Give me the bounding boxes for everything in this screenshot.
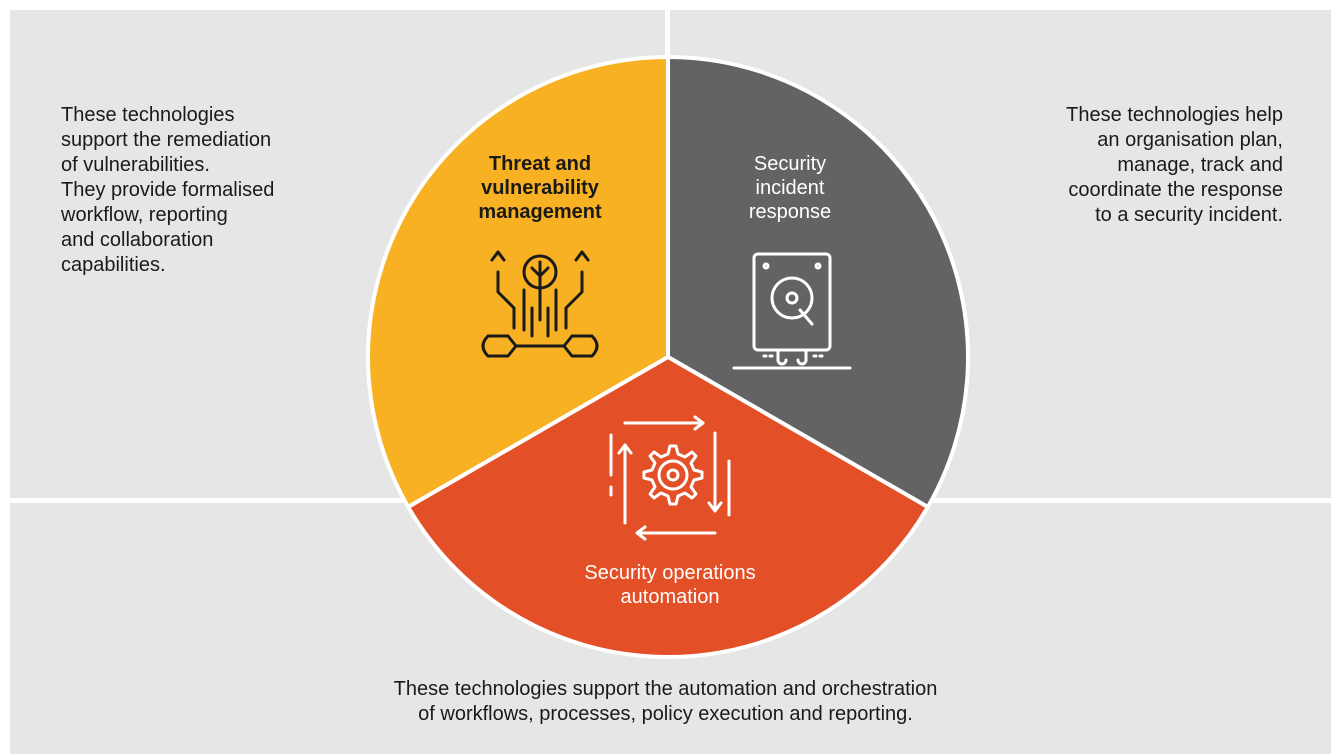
segment-automation [406,355,930,659]
description-automation: These technologies support the automatio… [393,678,938,725]
description-incident: These technologies help an organisation … [1066,104,1283,226]
segment-title-threat: Threat and vulnerability management [478,153,602,223]
segment-incident [666,55,970,509]
segment-threat [366,55,670,509]
description-threat: These technologies support the remediati… [61,104,275,276]
tree-wrench-icon [481,250,599,358]
segment-title-automation: Security operations automation [584,562,756,608]
gear-cycle-icon [609,415,731,541]
segment-title-incident: Security incident response [748,153,832,223]
hard-drive-icon [732,252,852,370]
